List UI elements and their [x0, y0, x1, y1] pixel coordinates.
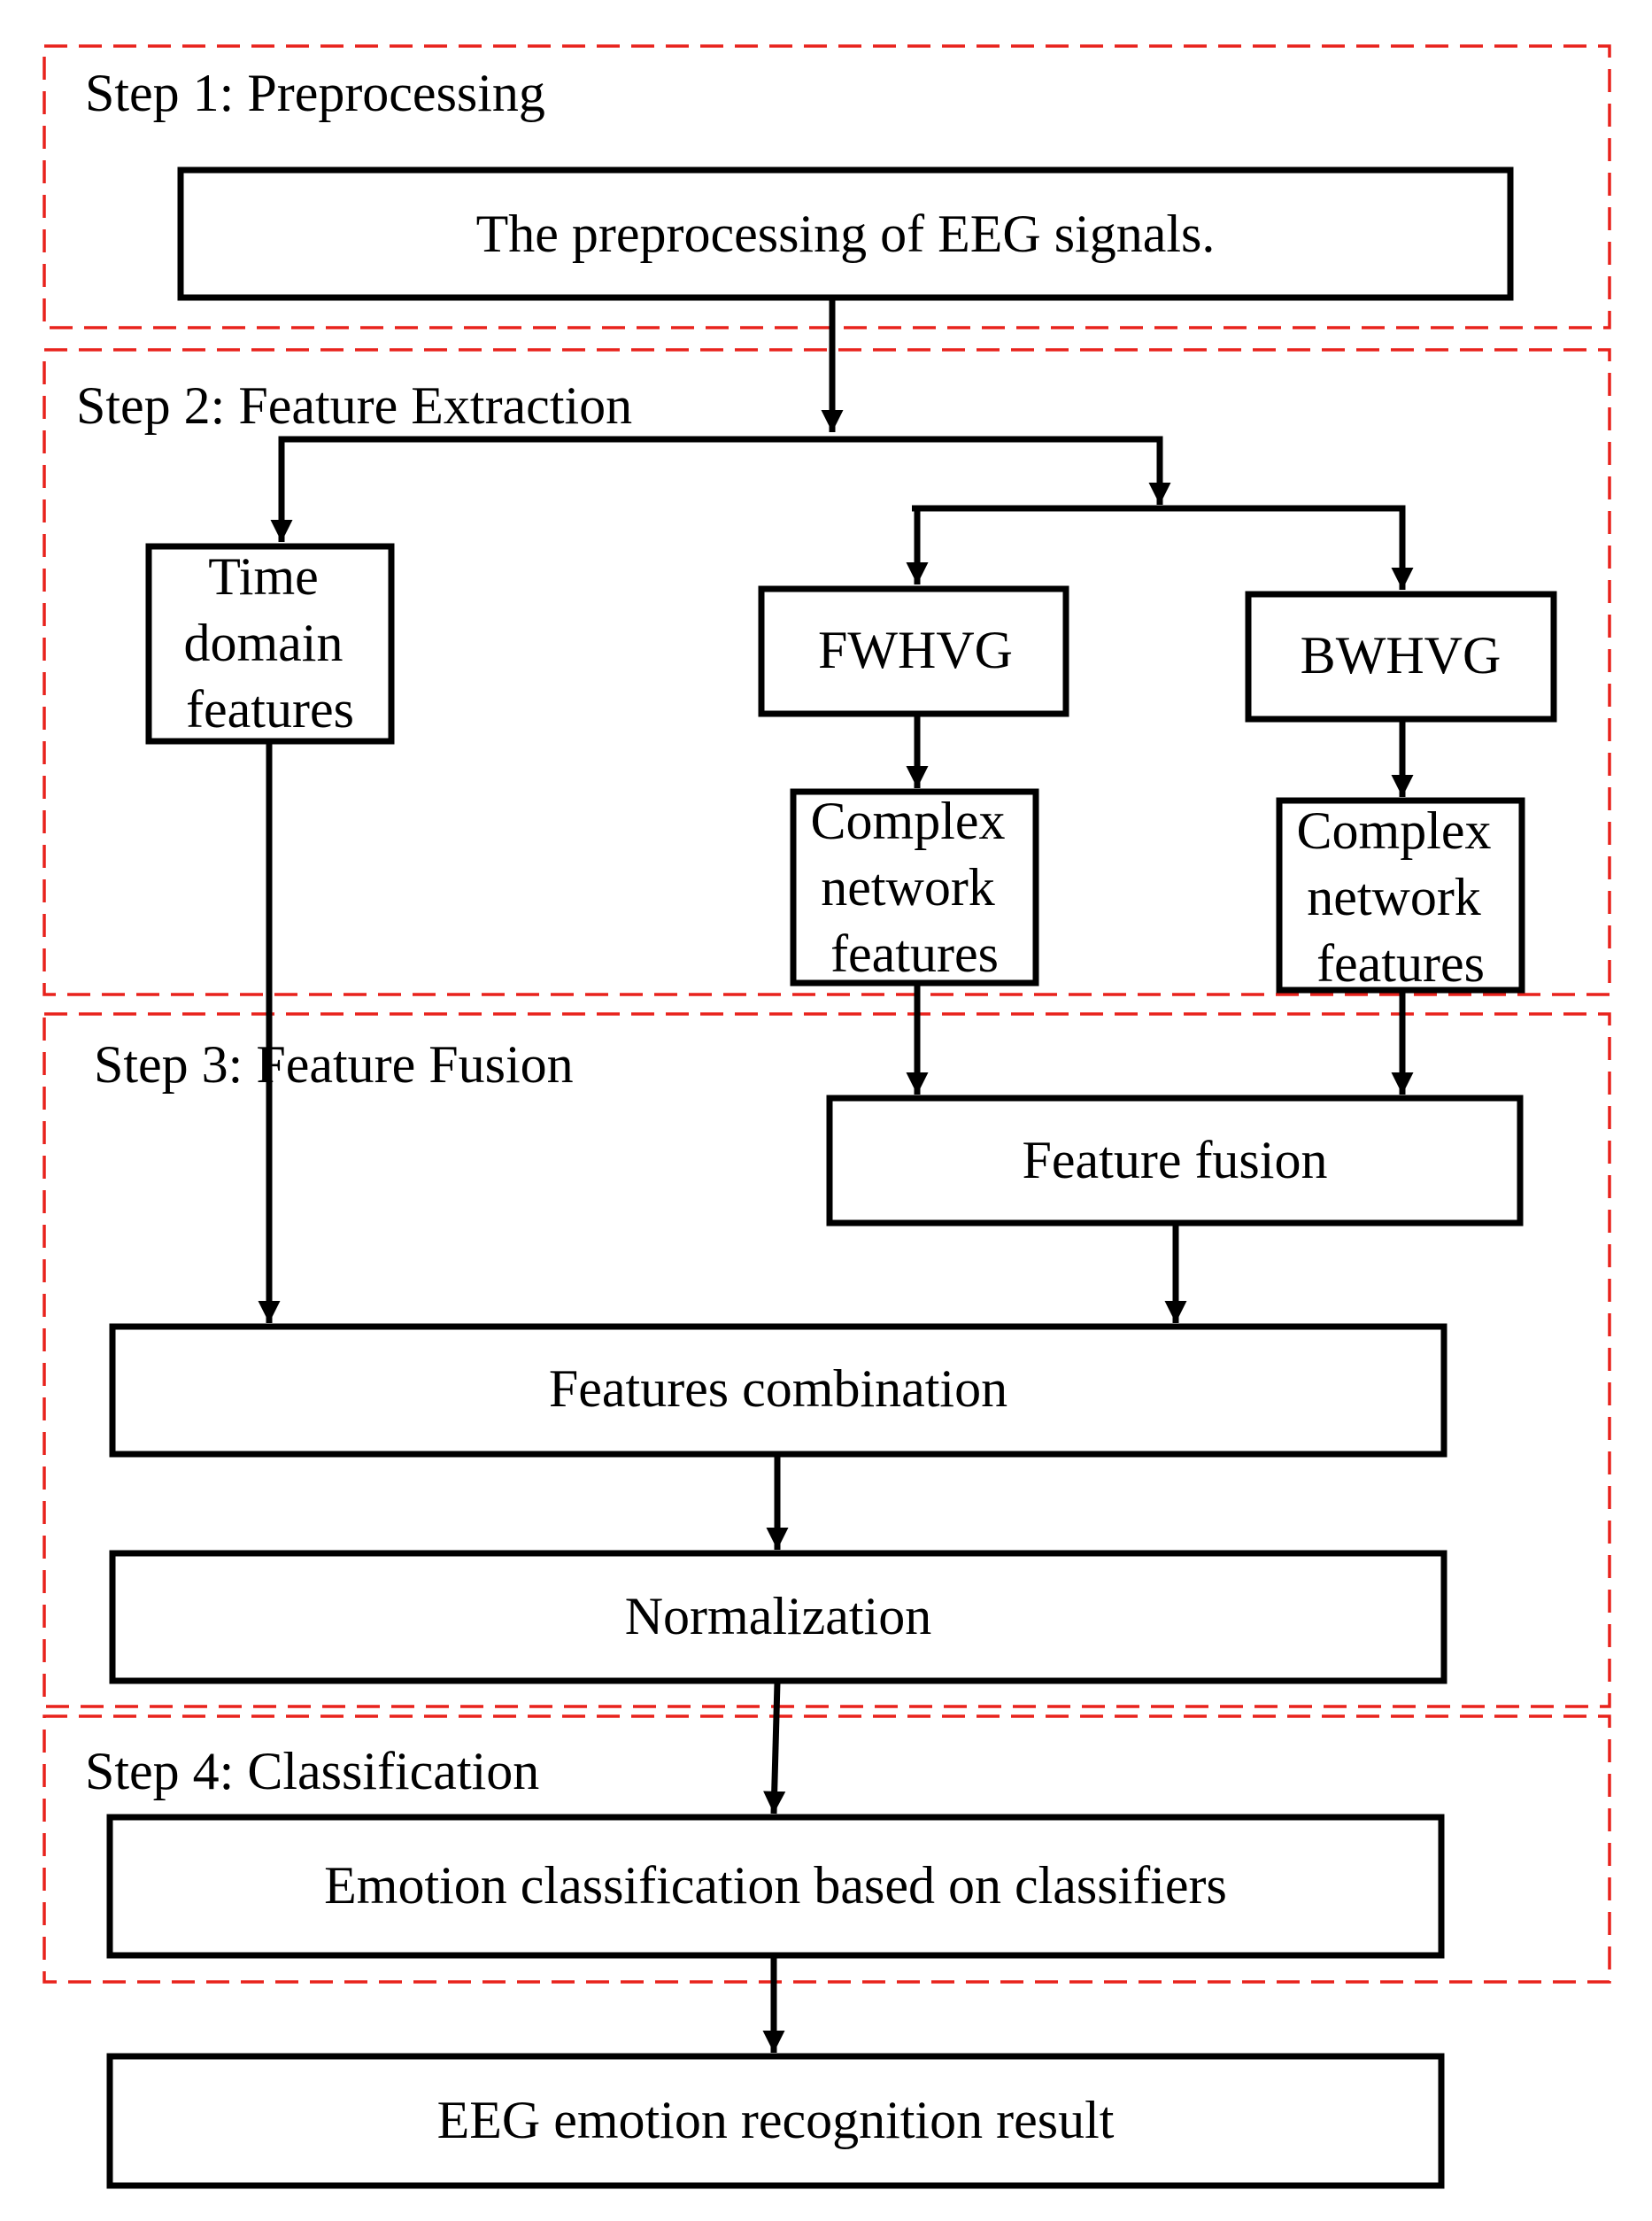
preprocessing-box: The preprocessing of EEG signals. [177, 166, 1514, 301]
step3-region [42, 1012, 1611, 1708]
arrow-branch-to-bwhvg [912, 505, 1414, 590]
complex-network-features-fw-text: Complex network features [811, 792, 1019, 983]
arrow-branch-to-fwhvg [906, 505, 1399, 584]
emotion-classification-text: Emotion classification based on classifi… [324, 1856, 1227, 1915]
features-combination-text: Features combination [549, 1359, 1007, 1418]
normalization-box: Normalization [109, 1550, 1447, 1684]
result-text: EEG emotion recognition result [437, 2091, 1115, 2149]
preprocessing-text: The preprocessing of EEG signals. [476, 205, 1216, 263]
complex-network-features-bw-box: Complex network features [1276, 797, 1525, 994]
fwhvg-text: FWHVG [818, 621, 1013, 679]
feature-fusion-box: Feature fusion [826, 1095, 1524, 1227]
step2-region [42, 348, 1611, 996]
features-combination-box: Features combination [109, 1323, 1447, 1458]
result-box: EEG emotion recognition result [106, 2053, 1445, 2189]
bwhvg-box: BWHVG [1245, 591, 1557, 723]
bwhvg-text: BWHVG [1301, 626, 1501, 685]
complex-network-features-fw-box: Complex network features [790, 788, 1039, 987]
step4-region [42, 1714, 1611, 1984]
feature-fusion-text: Feature fusion [1023, 1131, 1328, 1189]
arrow-split-to-time-domain [270, 436, 1160, 542]
normalization-text: Normalization [625, 1587, 932, 1645]
time-domain-features-text: Time domain features [184, 547, 357, 739]
step4-label: Step 4: Classification [85, 1742, 539, 1800]
time-domain-features-box: Time domain features [145, 543, 395, 745]
step1-region [42, 44, 1611, 329]
emotion-classification-box: Emotion classification based on classifi… [106, 1814, 1445, 1959]
complex-network-features-bw-text: Complex network features [1297, 801, 1505, 993]
fwhvg-box: FWHVG [758, 585, 1069, 717]
step2-label: Step 2: Feature Extraction [76, 376, 632, 435]
step1-label: Step 1: Preprocessing [85, 64, 545, 122]
step3-label: Step 3: Feature Fusion [94, 1035, 574, 1094]
arrow-normalization-to-classification [763, 1682, 786, 1815]
arrow-split-to-network-branch [1148, 436, 1171, 505]
